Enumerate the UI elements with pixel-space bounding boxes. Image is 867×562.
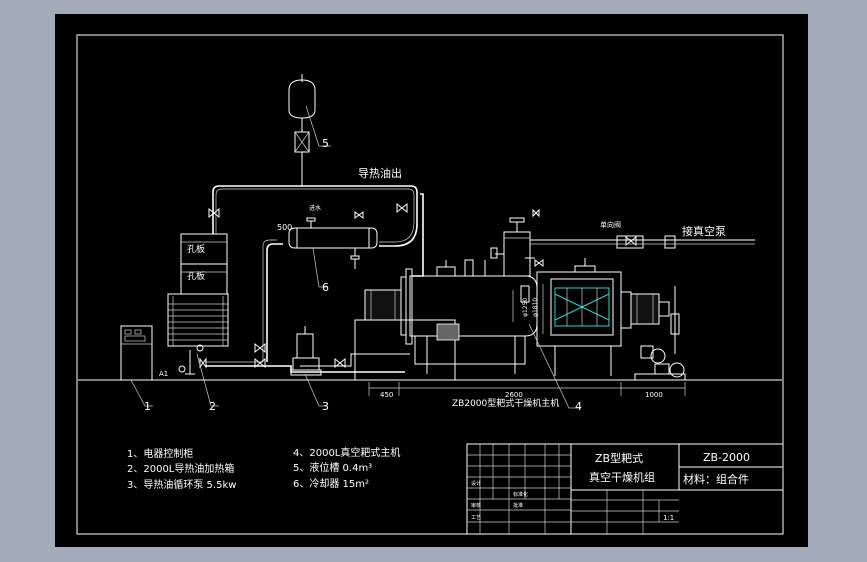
title-block [466,443,784,535]
main-dryer [354,217,755,381]
callout-4: 4 [575,400,582,413]
legend-item-5: 5、液位槽 0.4m³ [293,461,372,474]
callout-5: 5 [322,137,329,150]
oil-heating-box [167,233,229,375]
label-a1: A1 [159,370,168,378]
callout-3: 3 [322,400,329,413]
callout-leaders [130,105,579,409]
title-block-label-approve: 批准 [513,502,523,509]
inner-border [76,34,784,535]
circulation-pump [290,326,322,376]
scale-label: 1:1 [663,514,674,522]
drawing-sheet: 1 2 3 4 5 6 导热油出 接真空泵 单向阀 孔板 孔板 500 A1 进… [55,14,808,547]
oil-outlet-label: 导热油出 [358,166,402,180]
dim-2600: 2600 [505,391,523,399]
legend-item-6: 6、冷却器 15m² [293,477,369,490]
level-tank [288,74,316,186]
title-block-label-process: 工艺 [471,515,481,521]
callout-6: 6 [322,281,329,294]
legend-item-3: 3、导热油循环泵 5.5kw [127,478,236,491]
main-machine-label: ZB2000型耙式干燥机主机 [452,397,559,409]
title-block-label-standard: 标准化 [513,491,528,498]
title-block-label-design: 设计 [471,480,481,487]
oil-pipes [205,185,424,373]
dim-1000: 1000 [645,391,663,399]
label-500: 500 [277,223,292,232]
check-valve-label: 单向阀 [600,220,621,229]
callout-2: 2 [209,400,216,413]
callout-1: 1 [144,400,151,413]
legend-item-2: 2、2000L导热油加热箱 [127,462,234,475]
legend-item-1: 1、电器控制柜 [127,447,193,460]
cooler [288,217,378,269]
title-block-label-review: 审核 [471,502,481,509]
dim-1810: φ1810 [532,298,539,317]
valves [199,202,637,369]
vacuum-pump-label: 接真空泵 [682,224,726,238]
orifice-plate-label-1: 孔板 [187,243,205,255]
electrical-cabinet [120,325,153,381]
water-in-label: 进水 [309,204,321,212]
drawing-title-line-2: 真空干燥机组 [589,470,655,484]
dimension-lines [368,284,686,396]
legend-item-4: 4、2000L真空耙式主机 [293,446,400,459]
drawing-title-line-1: ZB型耙式 [595,451,643,465]
drawing-number: ZB-2000 [703,451,750,464]
material-label: 材料：组合件 [683,472,749,486]
dim-1250: φ1250 [522,298,529,317]
orifice-plate-label-2: 孔板 [187,270,205,282]
dim-450: 450 [380,391,393,399]
engineering-drawing: 1 2 3 4 5 6 导热油出 接真空泵 单向阀 孔板 孔板 500 A1 进… [76,34,784,535]
